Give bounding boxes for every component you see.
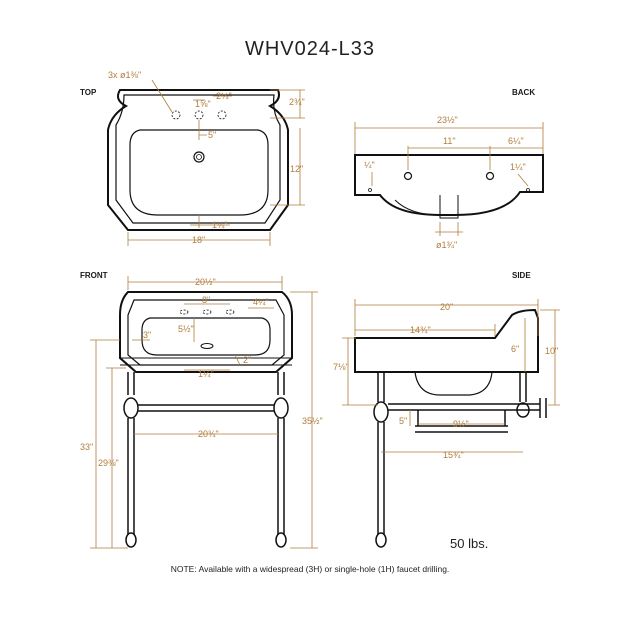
dim-front-4-1-4: 4¼" [253,297,269,307]
dim-top-1-5-8: 1⅝" [195,99,211,109]
dim-back-23-1-2: 23½" [437,115,458,125]
dim-front-33: 33" [80,442,93,452]
dim-back-11: 11" [443,136,456,146]
drilling-note: NOTE: Available with a widespread (3H) o… [171,564,450,574]
dim-front-8: 8" [202,295,210,305]
view-label-front: FRONT [80,271,108,280]
dim-top-1-1-4: 1¼" [212,220,228,230]
dim-back-1-1-4: 1¼" [510,162,526,172]
top-view: 3x ø1⅜" 1⅝" 2¼" 5" 2¾" 12" 1¼" 18" [107,70,305,246]
dim-front-35-1-2: 35½" [302,416,323,426]
dim-side-6: 6" [511,344,519,354]
dim-back-6-1-4: 6¼" [508,136,524,146]
dim-front-1-1-4: 1¼" [198,369,214,379]
dim-side-10: 10" [545,346,558,356]
view-label-side: SIDE [512,271,531,280]
dim-back-1-4: ¼" [364,160,375,170]
front-view: 20½" 8" 4¼" 3" 5½" 2" 1¼" 20¾" 33" 29⅜" … [80,276,323,549]
dim-holes: 3x ø1⅜" [108,70,141,80]
dim-front-20-3-4: 20¾" [198,429,219,439]
dim-top-2-1-4: 2¼" [216,91,232,101]
dim-side-15-3-4: 15¾" [443,450,464,460]
dim-side-20: 20" [440,302,453,312]
view-label-back: BACK [512,88,535,97]
dim-top-5: 5" [208,130,216,140]
dim-front-20-1-2: 20½" [195,277,216,287]
dim-side-9-1-2: 9½" [453,419,469,429]
weight-label: 50 lbs. [450,536,488,551]
dim-front-29-3-8: 29⅜" [98,458,119,468]
dim-top-18: 18" [192,235,205,245]
side-view: 20" 14¾" 6" 10" 7⅛" 5" 9½" 15¾" [333,299,560,548]
dim-top-12: 12" [290,164,303,174]
dim-front-2: 2" [243,355,251,365]
dim-side-7-1-8: 7⅛" [333,362,349,372]
dim-front-3: 3" [143,330,151,340]
dim-back-1-3-4: ø1¾" [436,240,457,250]
view-label-top: TOP [80,88,97,97]
dim-side-5: 5" [399,416,407,426]
back-view: 23½" 11" 6¼" ¼" 1¼" ø1¾" [354,115,544,250]
dim-top-2-3-4: 2¾" [289,97,305,107]
model-title: WHV024-L33 [245,38,375,60]
dim-front-5-1-2: 5½" [178,324,194,334]
dim-side-14-3-4: 14¾" [410,325,431,335]
